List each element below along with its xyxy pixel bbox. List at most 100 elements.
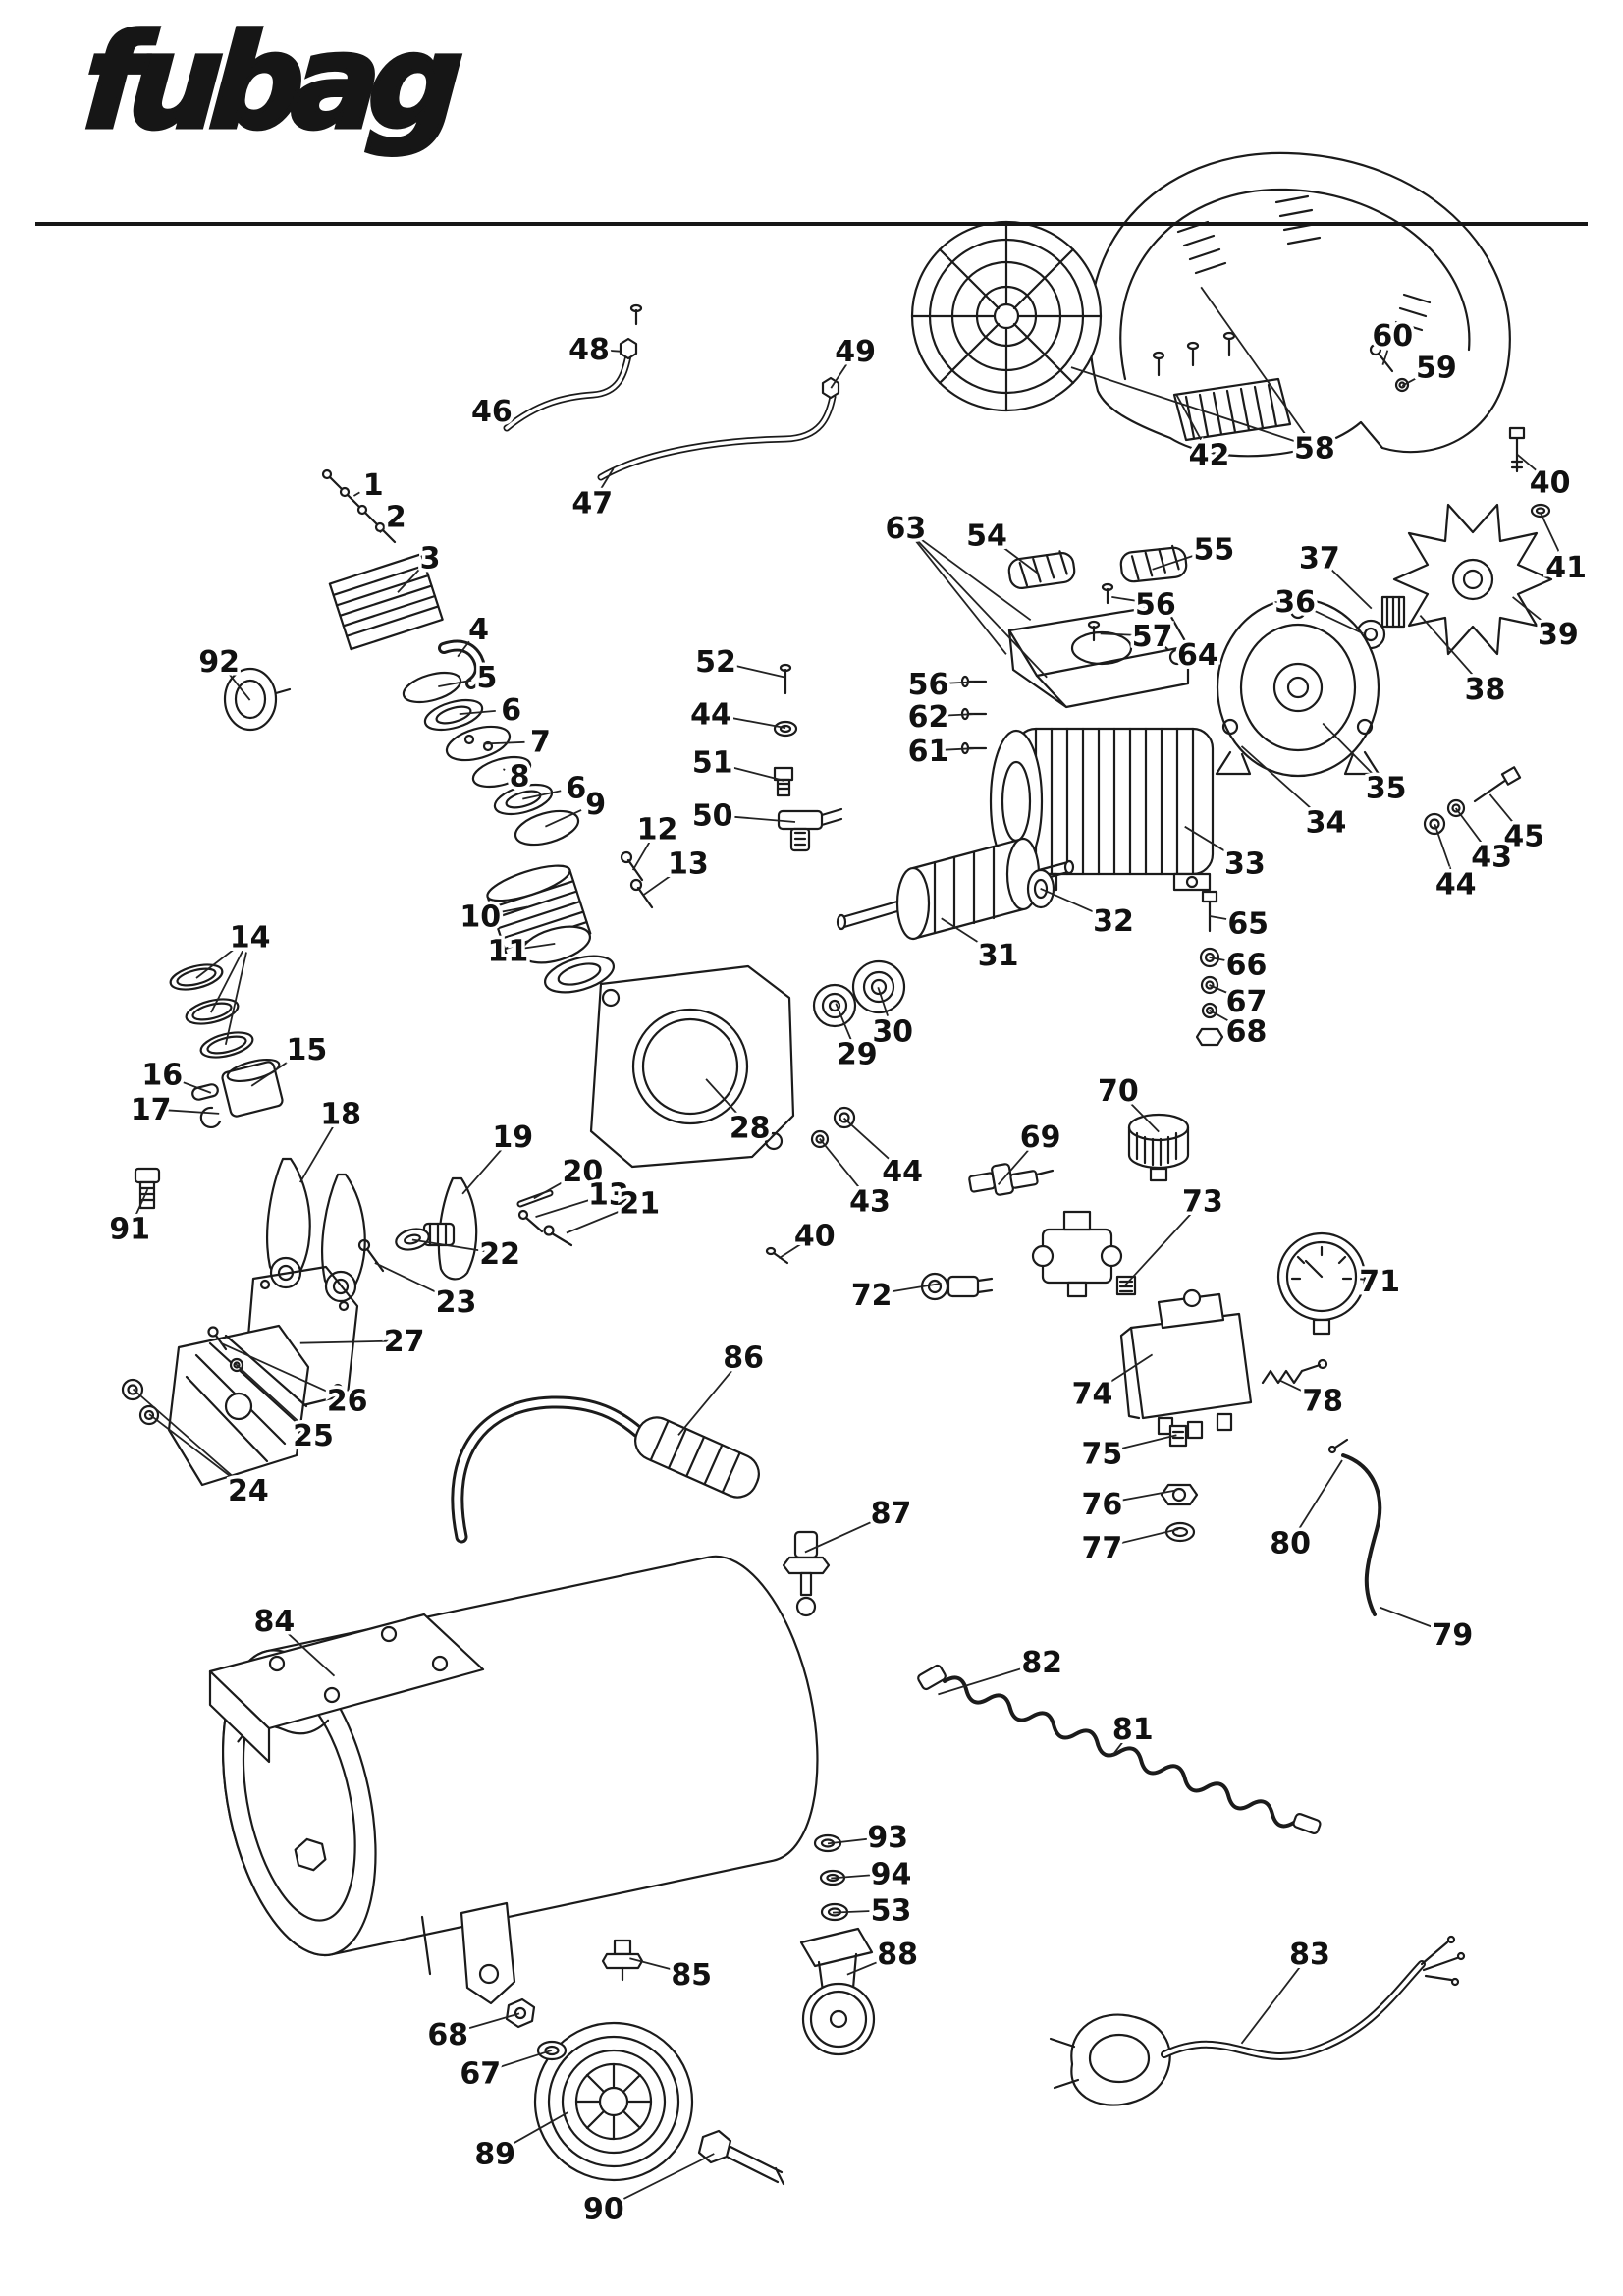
drain-valve [601,1939,644,1982]
leader-line-7 [483,740,525,745]
leader-line-9 [545,809,582,828]
part-label-30: 30 [872,1014,913,1049]
leader-lines [132,286,1561,2203]
part-label-75: 75 [1082,1438,1123,1472]
leader-line-44 [842,1117,892,1162]
transfer-pipe [597,376,840,481]
part-label-83: 83 [1289,1938,1330,1972]
part-label-13: 13 [668,847,709,882]
part-label-76: 76 [1082,1488,1123,1522]
leader-line-67 [1209,984,1233,996]
part-label-68: 68 [427,2018,468,2052]
leader-line-12 [631,842,651,871]
leader-line-61 [944,747,974,751]
leader-line-14 [195,945,239,979]
leader-line-80 [1297,1459,1343,1531]
part-label-64: 64 [1177,638,1218,673]
part-label-56: 56 [1135,587,1176,622]
part-label-31: 31 [978,939,1019,973]
part-label-27: 27 [384,1325,425,1359]
leader-line-66 [1209,957,1231,962]
part-label-7: 7 [530,726,551,760]
leader-line-63 [917,536,1032,622]
leader-line-70 [1128,1101,1160,1133]
leader-line-22 [411,1238,485,1252]
fan-wheel [1392,503,1553,656]
leader-line-52 [730,664,786,679]
leader-line-19 [461,1147,504,1195]
part-label-8: 8 [510,760,530,794]
leader-line-1 [352,491,360,497]
connecting-rods [266,1157,366,1303]
caster-wheel [799,1927,876,2056]
leader-line-86 [677,1368,734,1436]
leader-line-77 [1116,1528,1179,1545]
part-label-20: 20 [563,1155,604,1189]
part-label-6: 6 [566,771,586,805]
leader-line-42 [1175,394,1203,442]
part-label-51: 51 [692,746,733,781]
part-label-72: 72 [851,1279,893,1313]
leader-line-84 [285,1630,336,1677]
leader-line-78 [1278,1379,1310,1395]
leader-line-40 [1517,454,1539,473]
leader-line-35 [1322,722,1377,778]
part-label-54: 54 [966,519,1007,553]
part-label-34: 34 [1306,806,1347,841]
leader-line-43 [1454,807,1484,845]
leader-line-56 [1111,596,1141,603]
crankcase [589,964,795,1169]
brand-logo: fubag [77,5,459,161]
part-label-14: 14 [230,920,271,955]
filter-cartridge [1007,544,1188,589]
part-label-73: 73 [1182,1184,1223,1219]
part-label-86: 86 [723,1340,764,1375]
part-label-67: 67 [460,2057,501,2092]
leader-line-67 [495,2049,553,2070]
elbow-fitting [438,639,486,689]
leader-line-2 [379,526,386,534]
wheel-nut [505,1997,568,2061]
leader-line-31 [941,917,986,948]
part-label-74: 74 [1072,1378,1113,1412]
leader-line-89 [508,2111,569,2147]
part-label-57: 57 [1132,620,1173,654]
leader-line-49 [830,363,848,389]
part-label-33: 33 [1224,847,1266,882]
leader-line-13 [535,1197,594,1218]
part-label-23: 23 [436,1285,477,1320]
part-label-66: 66 [1226,949,1268,983]
part-label-60: 60 [1372,319,1413,354]
part-label-17: 17 [131,1093,172,1127]
leader-line-15 [250,1057,295,1087]
part-label-1: 1 [363,468,384,503]
part-label-24: 24 [228,1474,269,1508]
leader-line-5 [438,679,472,687]
leader-line-65 [1209,915,1233,921]
part-label-92: 92 [198,645,240,680]
leader-line-81 [1110,1740,1124,1758]
head-bolts [620,850,654,909]
leader-line-3 [397,569,420,593]
leader-line-28 [705,1078,740,1117]
leader-line-20 [533,1177,569,1200]
part-label-62: 62 [908,700,949,735]
leader-line-21 [566,1208,625,1234]
breather-parts [773,663,843,852]
part-label-32: 32 [1093,904,1134,939]
oil-seal [357,1228,430,1273]
crankcase-cover [167,1324,310,1487]
part-label-82: 82 [1021,1646,1062,1680]
part-label-10: 10 [460,900,501,934]
leader-line-10 [495,905,528,914]
part-label-18: 18 [320,1097,361,1131]
leader-line-43 [819,1138,861,1189]
part-label-71: 71 [1359,1265,1400,1299]
part-label-48: 48 [568,333,610,367]
part-label-22: 22 [479,1237,520,1272]
part-label-77: 77 [1082,1531,1123,1565]
part-label-80: 80 [1270,1527,1311,1561]
leader-line-24 [148,1413,237,1482]
part-label-38: 38 [1465,673,1506,707]
leader-line-25 [235,1363,302,1426]
